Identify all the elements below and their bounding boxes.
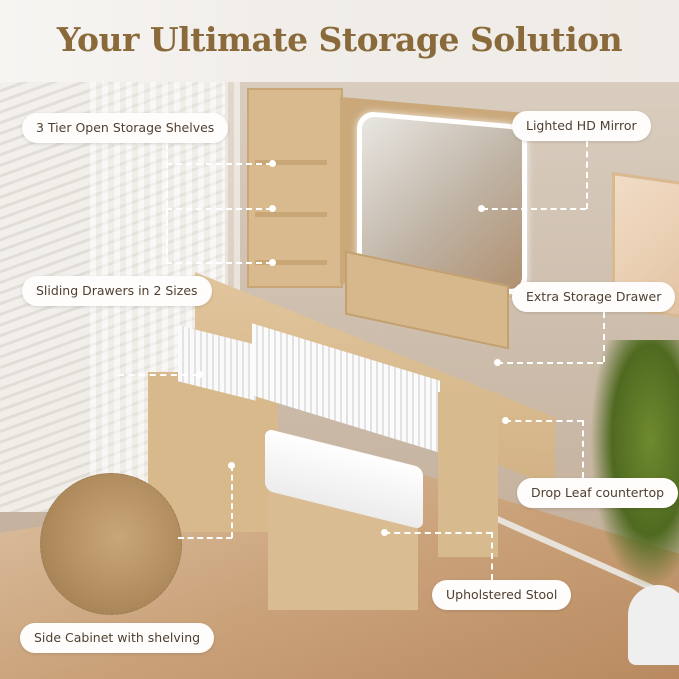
desk-leg-right xyxy=(438,392,498,557)
callout-mirror: Lighted HD Mirror xyxy=(512,111,651,141)
header-band: Your Ultimate Storage Solution xyxy=(0,0,679,82)
shelf-tier-2 xyxy=(255,212,327,217)
shelf-tier-3 xyxy=(255,260,327,265)
plant-pot xyxy=(628,585,679,665)
callout-shelves: 3 Tier Open Storage Shelves xyxy=(22,113,229,143)
callout-dot xyxy=(196,371,203,378)
potted-plant xyxy=(590,340,679,590)
callout-drop-leaf: Drop Leaf countertop xyxy=(517,478,679,508)
callout-stool: Upholstered Stool xyxy=(432,580,572,610)
callout-line xyxy=(586,141,588,209)
callout-line xyxy=(178,537,232,539)
callout-extra-drawer: Extra Storage Drawer xyxy=(512,282,676,312)
callout-dot xyxy=(269,160,276,167)
callout-line xyxy=(166,262,272,264)
callout-line xyxy=(231,465,233,538)
callout-drawers: Sliding Drawers in 2 Sizes xyxy=(22,276,212,306)
callout-line xyxy=(166,163,272,165)
callout-line xyxy=(497,362,603,364)
callout-line xyxy=(491,532,493,580)
callout-line xyxy=(166,208,272,210)
callout-line xyxy=(482,208,586,210)
callout-dot xyxy=(478,205,485,212)
callout-dot xyxy=(381,529,388,536)
page-title: Your Ultimate Storage Solution xyxy=(56,20,623,59)
open-shelf-tower xyxy=(247,88,343,288)
callout-dot xyxy=(269,205,276,212)
callout-dot xyxy=(502,417,509,424)
cabinet-detail-inset xyxy=(40,473,182,615)
callout-dot xyxy=(228,462,235,469)
shelf-tier-1 xyxy=(255,160,327,165)
callout-line xyxy=(505,420,583,422)
callout-cabinet: Side Cabinet with shelving xyxy=(20,623,215,653)
callout-dot xyxy=(494,359,501,366)
callout-line xyxy=(603,312,605,362)
callout-dot xyxy=(269,259,276,266)
callout-line xyxy=(384,532,492,534)
callout-line xyxy=(582,420,584,478)
callout-line xyxy=(166,143,168,264)
callout-line xyxy=(118,374,198,376)
